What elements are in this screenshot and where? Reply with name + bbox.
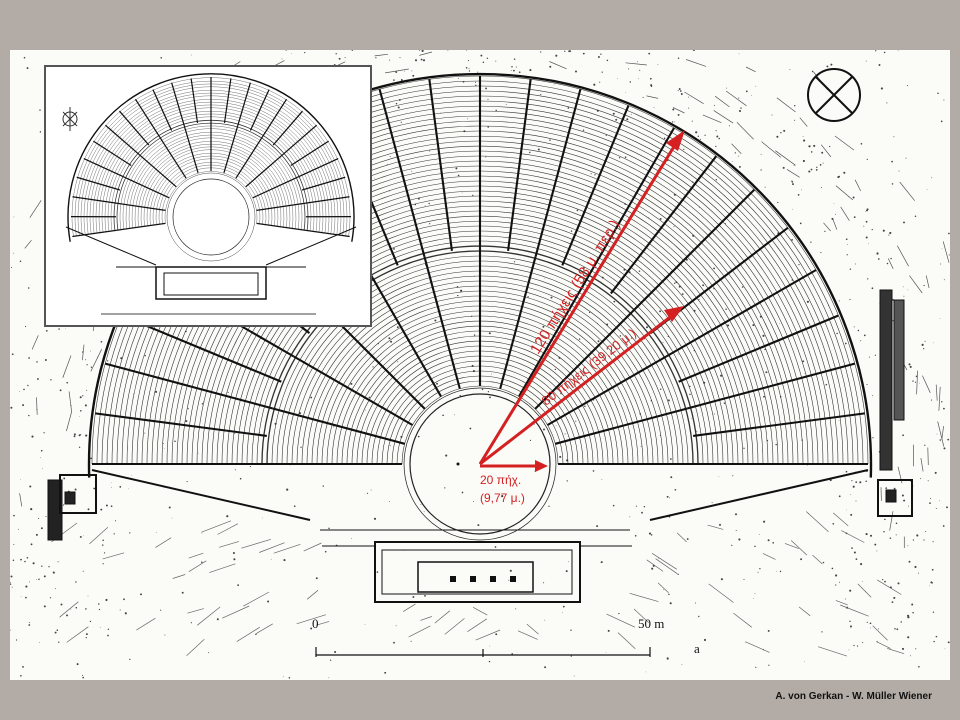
inset-plan-drawing (62, 73, 357, 315)
skene-building (320, 529, 632, 603)
scale-bar: 0 50 m a (312, 616, 700, 657)
inset-cavea (65, 73, 357, 266)
inner-radius-label: 20 πήχ. (480, 473, 521, 487)
credit-caption: A. von Gerkan - W. Müller Wiener (775, 691, 932, 702)
inset-compass (62, 107, 78, 131)
top-band (0, 0, 960, 50)
theatre-plan-drawing: 0 50 m a 120 πήχεις (58 μ. περ.) 80 πήχε… (10, 50, 950, 679)
scale-end-label: 50 m (638, 616, 664, 631)
inset-skene (116, 266, 306, 300)
compass-rose (807, 68, 861, 122)
theatre-plan: 0 50 m a 120 πήχεις (58 μ. περ.) 80 πήχε… (10, 50, 950, 680)
inset-plan (44, 65, 372, 327)
analemma-right (877, 289, 913, 517)
figure-letter: a (694, 641, 700, 656)
scale-zero-label: 0 (312, 616, 319, 631)
inner-radius-metric-label: (9,77 μ.) (480, 491, 525, 505)
analemma-left (47, 474, 97, 541)
bottom-band (0, 680, 960, 720)
